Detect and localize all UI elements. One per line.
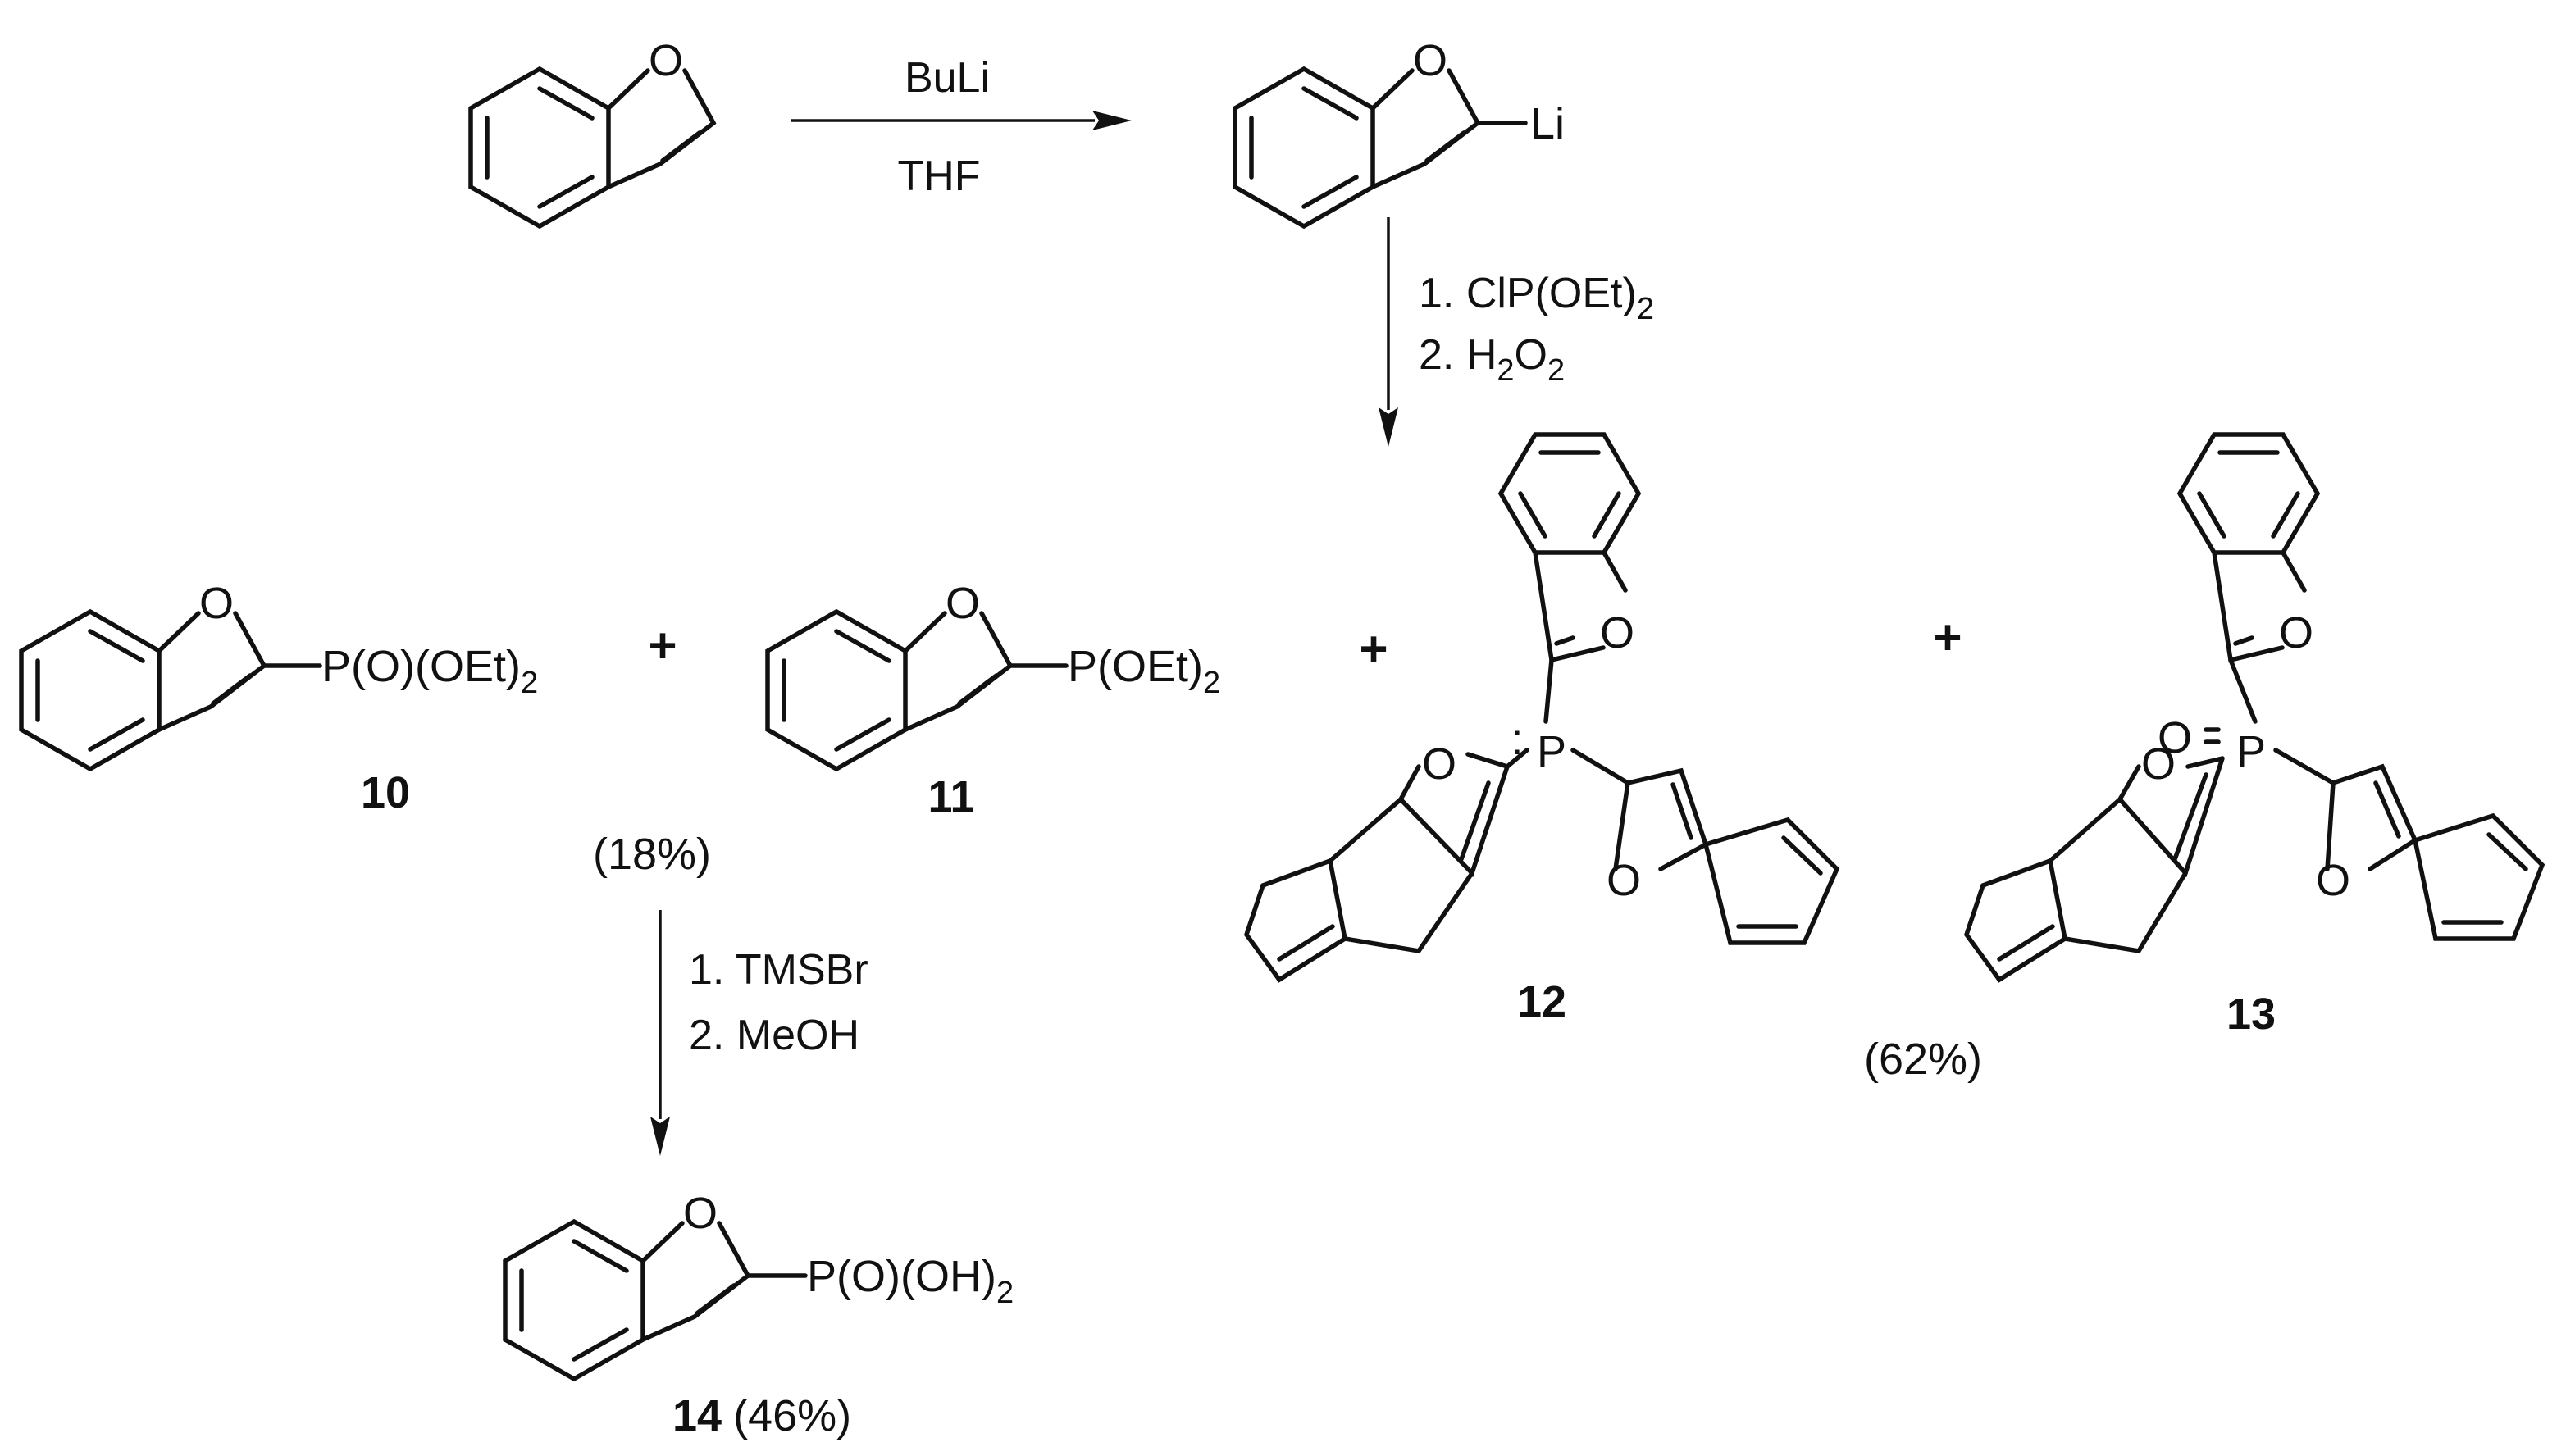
compound-12-label: 12 bbox=[1517, 977, 1566, 1026]
benzofuran-structure: O bbox=[468, 36, 717, 230]
compound-10-label: 10 bbox=[361, 768, 410, 817]
compound-14-label: 14(46%) bbox=[672, 1391, 851, 1440]
compound-11-structure: O P(OEt)2 bbox=[765, 579, 1220, 772]
oxygen-atom-label: O bbox=[2279, 608, 2313, 657]
plus-sign: + bbox=[648, 618, 677, 673]
yield-12-13: (62%) bbox=[1864, 1035, 1982, 1084]
compound-13-label: 13 bbox=[2226, 990, 2276, 1039]
phosphonate-group-label: P(O)(OEt)2 bbox=[321, 642, 538, 700]
phosphorus-atom-label: P bbox=[2236, 727, 2266, 776]
plus-sign: + bbox=[1359, 621, 1388, 676]
reagent-thf: THF bbox=[897, 152, 980, 200]
oxygen-atom-label: O bbox=[649, 36, 683, 85]
phosphite-group-label: P(OEt)2 bbox=[1068, 642, 1220, 700]
reagent-h2o2: 2. H2O2 bbox=[1419, 331, 1565, 388]
compound-10-structure: O P(O)(OEt)2 bbox=[19, 579, 538, 772]
oxygen-atom-label: O bbox=[1600, 608, 1634, 657]
yield-10-11: (18%) bbox=[593, 830, 711, 879]
reagent-meoh: 2. MeOH bbox=[689, 1012, 859, 1059]
oxygen-atom-label: O bbox=[683, 1189, 718, 1238]
oxygen-atom-label: O bbox=[1607, 856, 1641, 905]
oxygen-atom-label: O bbox=[1422, 739, 1456, 789]
plus-sign: + bbox=[1933, 610, 1962, 665]
reagent-buli: BuLi bbox=[905, 54, 990, 102]
oxygen-atom-label: O bbox=[2141, 739, 2176, 789]
lone-pair-marker: : bbox=[1511, 715, 1523, 764]
oxygen-atom-label: O bbox=[199, 579, 234, 628]
oxo-atom-label: O bbox=[2158, 713, 2192, 762]
phosphonic-acid-group-label: P(O)(OH)2 bbox=[807, 1252, 1014, 1310]
lithium-atom-label: Li bbox=[1530, 99, 1565, 148]
compound-11-label: 11 bbox=[927, 772, 974, 821]
oxygen-atom-label: O bbox=[946, 579, 980, 628]
reagent-tmsbr: 1. TMSBr bbox=[689, 946, 868, 994]
oxygen-atom-label: O bbox=[1413, 36, 1447, 85]
compound-12-structure: O O O P : bbox=[1243, 432, 1840, 983]
lithiobenzofuran-structure: O Li bbox=[1233, 36, 1565, 230]
compound-14-structure: O P(O)(OH)2 bbox=[503, 1189, 1014, 1382]
reagent-clp-oet: 1. ClP(OEt)2 bbox=[1419, 270, 1654, 326]
compound-13-structure: O O O O P bbox=[1963, 432, 2545, 983]
oxygen-atom-label: O bbox=[2316, 856, 2350, 905]
phosphorus-atom-label: P bbox=[1537, 727, 1566, 776]
